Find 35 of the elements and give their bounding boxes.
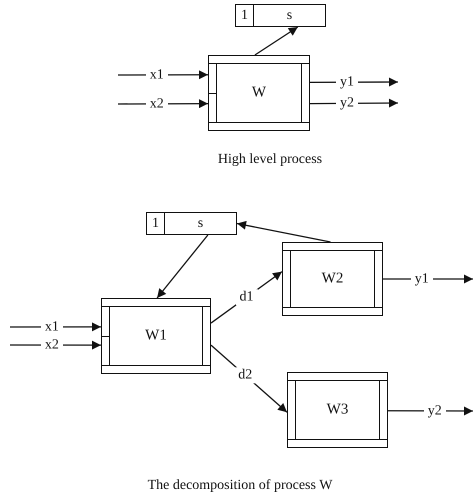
arrow [10,322,101,332]
store-number: 1 [241,8,248,24]
process-label: W1 [145,328,167,344]
edge-label: y1 [410,271,433,287]
process-box [208,55,310,131]
process-box [287,372,388,448]
arrow [310,78,398,87]
edge-label: y2 [336,96,358,112]
store-number: 1 [152,216,159,232]
store-name: s [286,8,292,24]
arrow [118,99,208,108]
process-label: W2 [322,270,344,286]
arrow [210,344,288,413]
edge-label: y2 [424,403,446,419]
store-name: s [198,216,204,232]
data-store-box [235,4,326,27]
arrow [383,274,473,284]
arrow [210,271,282,324]
data-store-box [146,212,237,235]
edge-label: y1 [336,74,358,90]
arrow [236,220,331,243]
arrow [156,234,208,298]
process-box [282,242,383,316]
caption: High level process [218,152,322,168]
arrow [254,26,298,56]
process-label: W3 [326,402,348,418]
arrow [388,406,473,416]
edge-label: d2 [234,368,256,384]
arrow [310,98,398,108]
edge-label: d1 [236,290,258,306]
process-label: W [252,84,266,100]
arrow [10,340,101,350]
caption: The decomposition of process W [148,478,332,494]
arrow [118,70,208,80]
process-box [101,298,211,374]
